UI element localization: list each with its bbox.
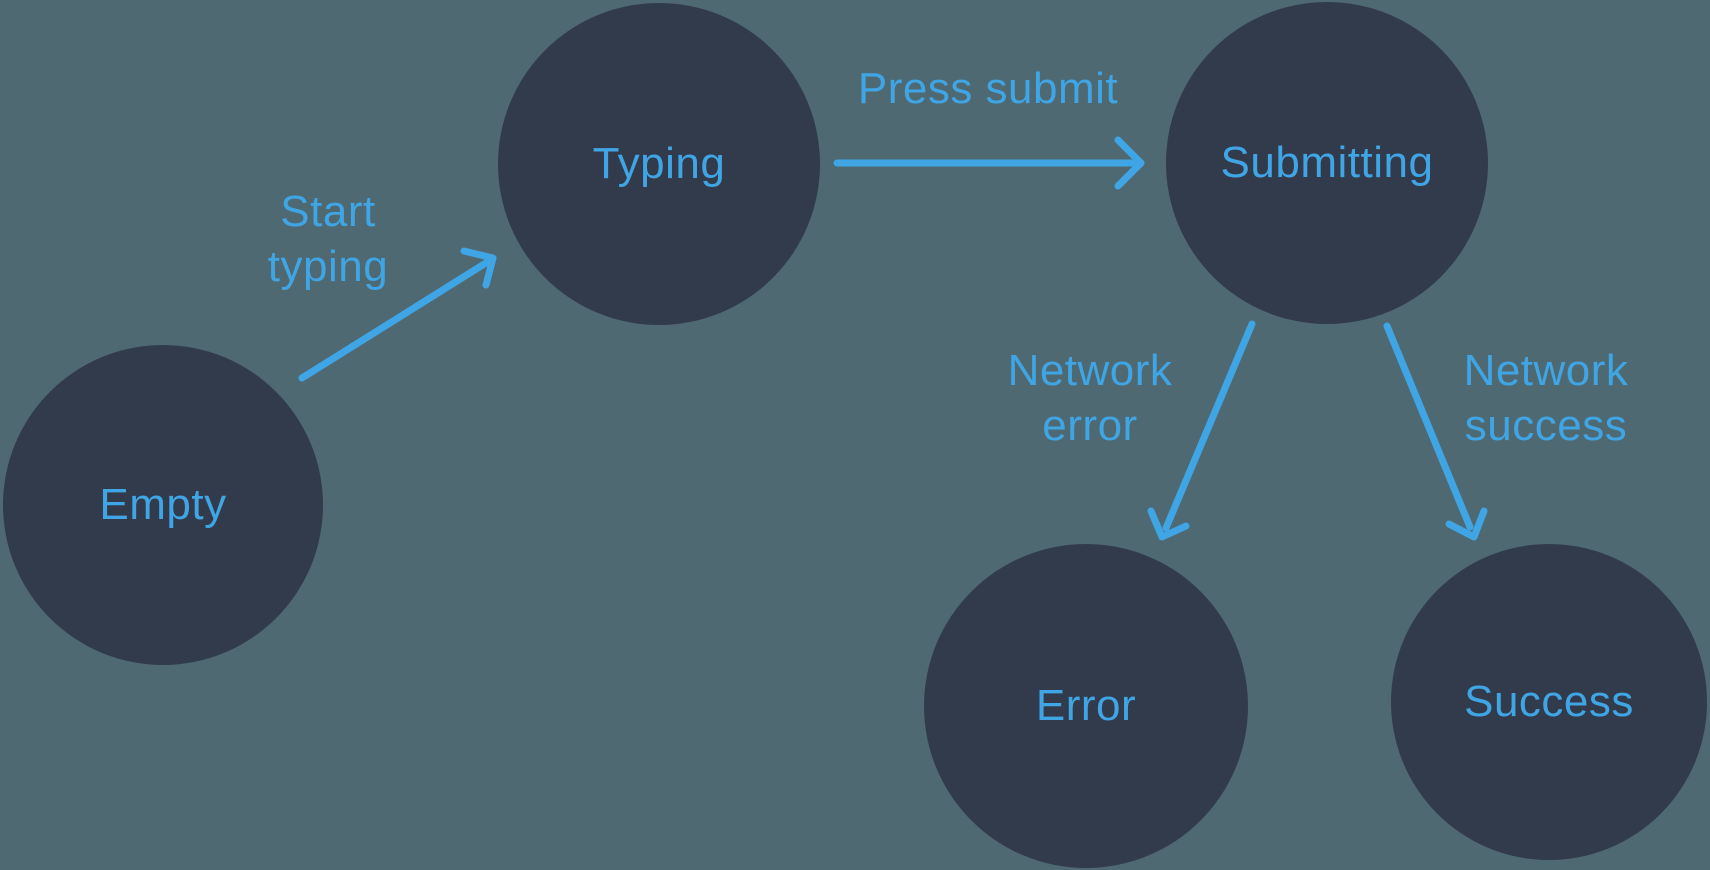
state-label-empty: Empty [99, 480, 227, 529]
transition-label-press-submit: Press submit [857, 64, 1119, 113]
state-node-empty: Empty [3, 345, 323, 665]
arrow-network-error-head [1147, 507, 1190, 541]
state-node-submitting: Submitting [1166, 2, 1488, 324]
state-node-success: Success [1391, 544, 1707, 860]
state-label-submitting: Submitting [1220, 138, 1434, 187]
arrow-network-success-head [1445, 507, 1488, 541]
arrow-start-typing-head [460, 247, 497, 289]
state-node-typing: Typing [498, 3, 820, 325]
arrow-press-submit [833, 136, 1145, 190]
state-label-success: Success [1464, 677, 1634, 726]
state-node-error: Error [924, 544, 1248, 868]
transition-label-network-success: Network success [1463, 346, 1629, 450]
transition-label-start-typing: Start typing [267, 187, 389, 291]
state-label-typing: Typing [592, 139, 726, 188]
state-label-error: Error [1035, 681, 1137, 730]
arrow-press-submit-head [1114, 136, 1145, 190]
transition-label-network-error: Network error [1007, 346, 1173, 450]
